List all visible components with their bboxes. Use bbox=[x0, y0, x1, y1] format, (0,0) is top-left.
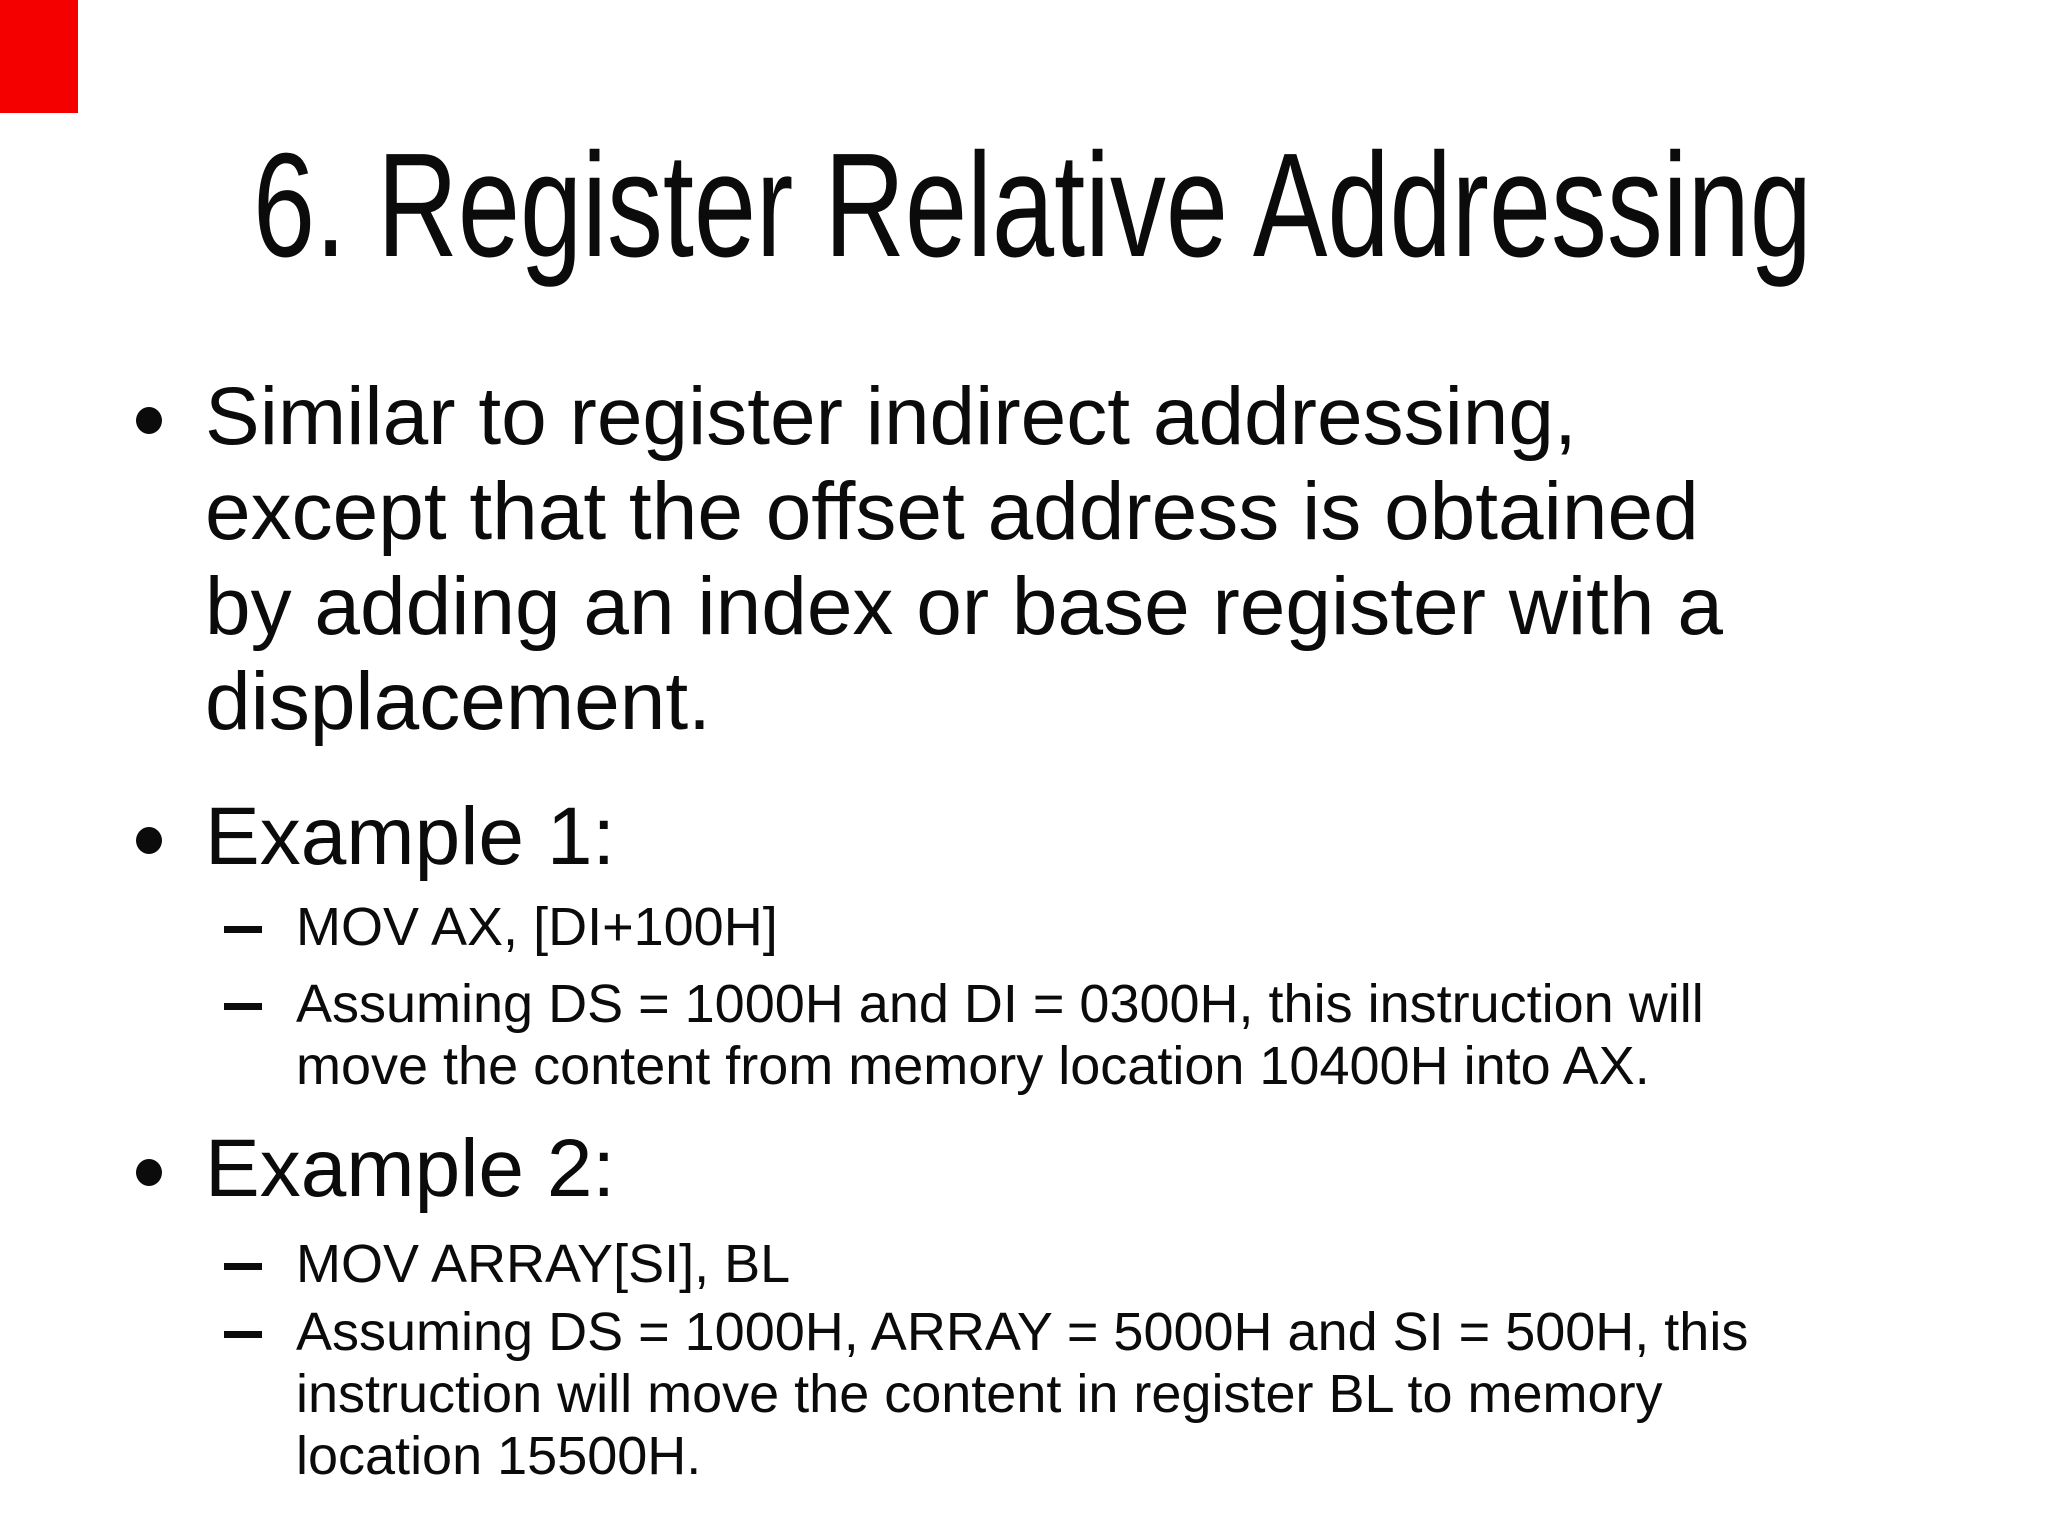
dash-marker bbox=[224, 1331, 262, 1338]
bullet-text-example-1: Example 1: bbox=[205, 791, 616, 882]
dash-marker bbox=[224, 1263, 262, 1270]
red-accent-bar bbox=[0, 0, 78, 113]
sub-bullet-text-mov-ax: MOV AX, [DI+100H] bbox=[296, 897, 778, 957]
dash-marker bbox=[224, 1003, 262, 1010]
dash-marker bbox=[224, 926, 262, 933]
sub-bullet-text-mov-array: MOV ARRAY[SI], BL bbox=[296, 1234, 791, 1294]
bullet-text-example-2: Example 2: bbox=[205, 1123, 616, 1214]
sub-bullet-text-example-2-explanation: Assuming DS = 1000H, ARRAY = 5000H and S… bbox=[296, 1302, 1749, 1486]
bullet-dot-marker bbox=[136, 827, 162, 854]
sub-bullet-text-example-1-explanation: Assuming DS = 1000H and DI = 0300H, this… bbox=[296, 974, 1704, 1096]
bullet-text-intro: Similar to register indirect addressing,… bbox=[205, 371, 1723, 747]
slide-title: 6. Register Relative Addressing bbox=[0, 124, 2048, 287]
bullet-dot-marker bbox=[136, 1159, 162, 1186]
bullet-dot-marker bbox=[136, 407, 162, 434]
slide-title-text: 6. Register Relative Addressing bbox=[252, 123, 1812, 288]
